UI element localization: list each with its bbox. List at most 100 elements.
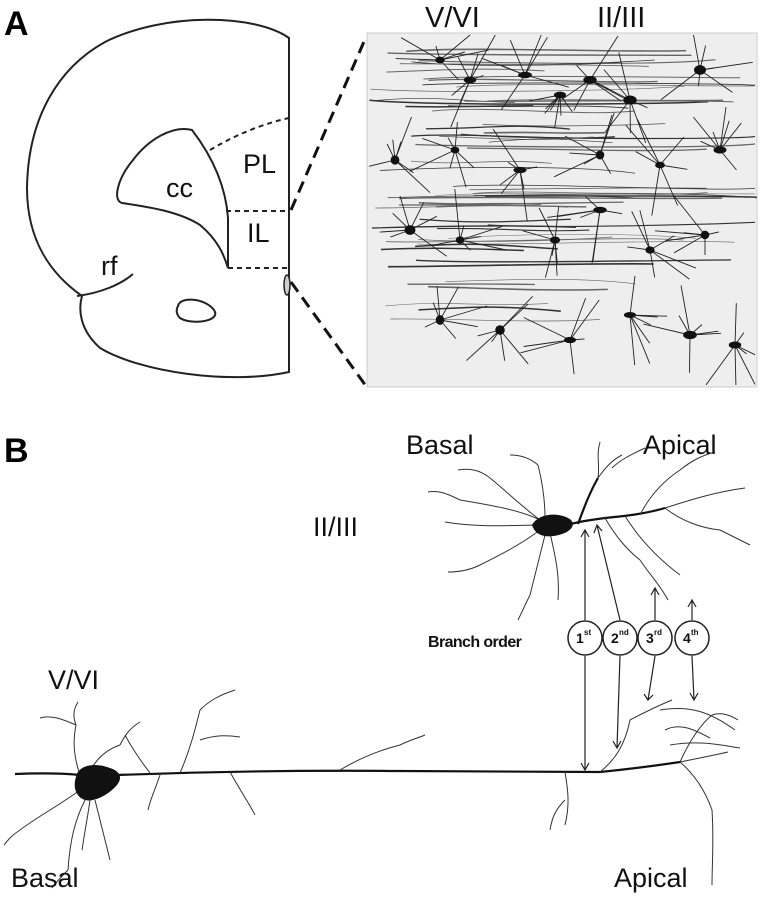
micrograph-soma	[549, 236, 561, 244]
micrograph-dendrite	[394, 116, 412, 161]
micrograph-dendrite	[625, 124, 661, 166]
micrograph-fiber	[418, 306, 561, 312]
upper-apical-label: Apical	[643, 430, 717, 460]
branch-order-number: 1	[576, 630, 584, 646]
micrograph-dendrite	[589, 35, 619, 81]
micrograph-fiber	[407, 283, 535, 286]
brain-section-schematic: PL IL cc rf	[25, 18, 291, 379]
micrograph-fiber	[456, 84, 756, 88]
micrograph-fiber	[425, 125, 571, 130]
micrograph-dendrite	[599, 114, 613, 156]
micrograph-fiber	[375, 205, 568, 209]
micrograph-dendrite	[368, 159, 396, 167]
zoom-line-upper	[289, 36, 368, 211]
micrograph-dendrite	[636, 118, 661, 166]
micrograph-dendrite	[629, 314, 651, 364]
upper-basal-label: Basal	[406, 430, 474, 460]
micrograph-dendrite	[635, 151, 661, 166]
micrograph-dendrite	[649, 249, 690, 280]
micrograph-fiber	[428, 285, 608, 291]
micrograph-soma	[655, 161, 665, 169]
micrograph-dendrite	[399, 195, 411, 231]
micrograph-dendrite	[500, 169, 521, 194]
micrograph-dendrite	[409, 202, 425, 231]
micrograph-fiber	[432, 108, 635, 114]
micrograph-label-superficial-layer: II/III	[597, 2, 645, 34]
micrograph-dendrite	[439, 305, 488, 321]
micrograph-soma	[450, 146, 460, 154]
micrograph-dendrite	[573, 79, 591, 111]
micrograph-fiber	[399, 196, 723, 200]
corpus-callosum	[116, 128, 229, 269]
label-pl: PL	[243, 149, 276, 179]
micrograph-dendrite	[522, 230, 556, 241]
micrograph-fiber	[453, 184, 756, 190]
branch-order-number: 3	[646, 630, 654, 646]
micrograph-dendrite	[544, 94, 561, 114]
micrograph-dendrite	[629, 314, 651, 344]
branch-order-label: Branch order	[428, 634, 522, 651]
micrograph-dendrite	[469, 53, 479, 81]
micrograph-soma	[623, 311, 637, 319]
micrograph-dendrite	[459, 225, 503, 241]
soma-layer-5-6	[74, 765, 121, 801]
micrograph-dendrite	[639, 210, 651, 251]
micrograph-dendrite	[564, 135, 601, 156]
branch-order-suffix: st	[584, 628, 591, 637]
micrograph-fiber	[369, 99, 709, 105]
micrograph-dendrite	[519, 169, 525, 190]
micrograph-dendrite	[672, 194, 706, 236]
micrograph-fiber	[387, 263, 654, 268]
micrograph-fiber	[419, 218, 571, 223]
layer-5-6-neuron	[3, 689, 741, 889]
micrograph-dendrite	[524, 74, 569, 88]
micrograph-dendrite	[454, 149, 475, 169]
micrograph-soma	[435, 315, 445, 325]
micrograph-fiber	[399, 201, 624, 206]
micrograph-dendrite	[699, 69, 733, 93]
micrograph-fiber	[466, 147, 707, 152]
micrograph-dendrite	[439, 34, 471, 61]
branch-order-arrows	[580, 523, 699, 772]
micrograph-fiber	[469, 187, 707, 191]
micrograph-dendrite	[649, 249, 697, 269]
micrograph-dendrite	[499, 329, 529, 365]
micrograph-dendrite	[734, 303, 737, 346]
micrograph-dendrite	[693, 116, 721, 151]
micrograph-dendrite	[734, 344, 756, 385]
micrograph-dendrite	[649, 235, 675, 251]
layer-2-3-neuron	[427, 441, 751, 621]
micrograph-fiber	[415, 143, 756, 148]
pl-upper-boundary	[209, 117, 290, 151]
micrograph-fiber	[418, 236, 613, 242]
micrograph-dendrite	[629, 314, 636, 366]
micrograph-dendrite	[689, 334, 691, 373]
micrograph-dendrite	[519, 169, 528, 222]
micrograph-dendrite	[524, 37, 548, 76]
micrograph-soma	[455, 236, 465, 244]
micrograph-fiber	[415, 259, 732, 263]
micrograph-dendrite	[569, 297, 587, 341]
micrograph-dendrite	[394, 159, 431, 193]
micrograph-soma	[564, 336, 576, 344]
micrograph-label-deep-layer: V/VI	[425, 2, 480, 34]
micrograph-dendrite	[509, 40, 526, 76]
micrograph-soma	[593, 206, 607, 214]
micrograph-dendrite	[643, 323, 691, 336]
micrograph-fiber	[386, 238, 684, 243]
micrograph-fiber	[483, 131, 606, 134]
micrograph-dendrite	[409, 149, 456, 172]
branch-order-circle	[637, 620, 673, 656]
label-rf: rf	[101, 251, 118, 281]
micrograph-soma	[404, 225, 416, 235]
micrograph-dendrite	[454, 149, 467, 188]
micrograph-dendrite	[439, 49, 489, 61]
branch-order-suffix: nd	[619, 628, 629, 637]
micrograph-dendrite	[719, 106, 727, 151]
lower-basal-label: Basal	[11, 863, 79, 893]
micrograph-fiber	[488, 138, 613, 143]
micrograph-dendrite	[629, 99, 647, 143]
micrograph-fiber	[445, 279, 636, 285]
micrograph-dendrite	[436, 286, 441, 321]
